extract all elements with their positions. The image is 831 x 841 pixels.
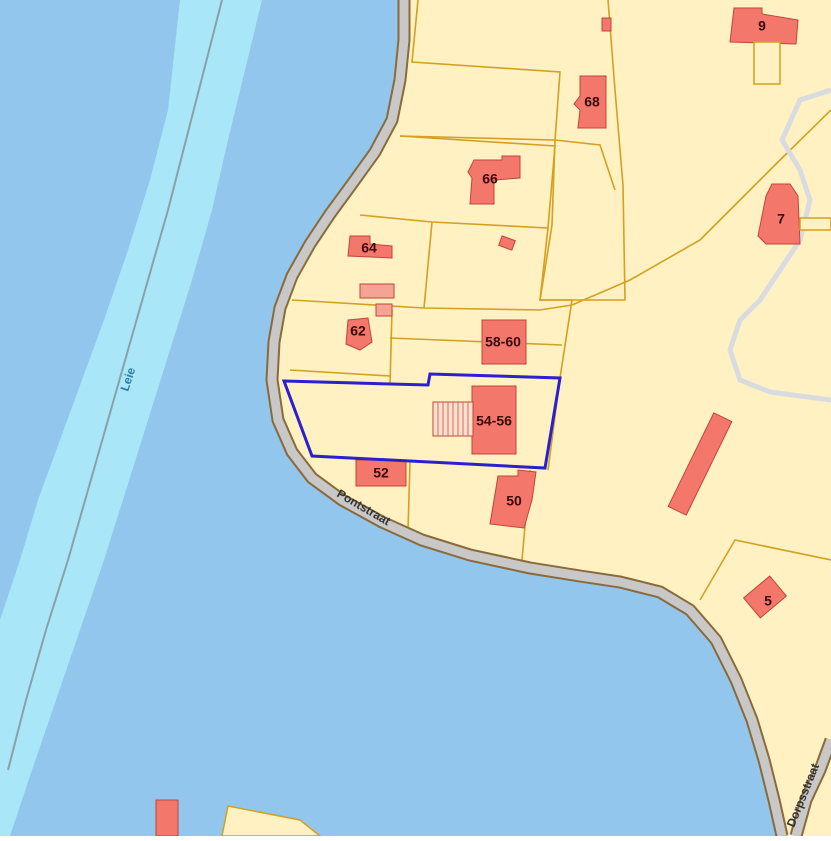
building-shed-1 bbox=[498, 235, 516, 251]
building-bottom bbox=[155, 799, 179, 837]
house-number-5: 5 bbox=[764, 593, 772, 609]
building-50 bbox=[489, 469, 537, 529]
canal-centerline bbox=[7, 0, 223, 771]
building-66 bbox=[467, 155, 521, 205]
house-number-66: 66 bbox=[482, 171, 498, 187]
building-9 bbox=[729, 7, 799, 45]
house-number-54-56: 54-56 bbox=[476, 413, 512, 429]
building-54-56 bbox=[471, 385, 517, 455]
house-number-7: 7 bbox=[777, 211, 785, 227]
house-number-52: 52 bbox=[373, 465, 389, 481]
buildings bbox=[345, 7, 831, 619]
park-path bbox=[727, 87, 831, 403]
building-shed-2 bbox=[359, 283, 395, 299]
selected-parcel-outline[interactable] bbox=[281, 372, 562, 470]
house-number-64: 64 bbox=[361, 240, 377, 256]
building-52 bbox=[355, 459, 407, 487]
building-7 bbox=[757, 183, 801, 245]
house-number-68: 68 bbox=[584, 94, 600, 110]
building-small-top bbox=[601, 17, 612, 32]
building-64 bbox=[347, 235, 393, 259]
parcel-lines bbox=[289, 0, 831, 601]
building-58-60 bbox=[481, 319, 527, 365]
house-number-62: 62 bbox=[350, 323, 366, 339]
building-68 bbox=[573, 75, 607, 129]
building-shed-3 bbox=[375, 303, 393, 317]
house-number-58-60: 58-60 bbox=[485, 334, 521, 350]
hatched-structure bbox=[432, 401, 474, 437]
land-area bbox=[268, 0, 831, 836]
building-7-annex bbox=[799, 217, 831, 231]
canal-leie bbox=[0, 0, 262, 836]
house-number-50: 50 bbox=[506, 493, 522, 509]
building-9-annex bbox=[753, 41, 781, 85]
building-62 bbox=[345, 317, 373, 351]
house-number-9: 9 bbox=[758, 18, 766, 34]
building-long bbox=[667, 412, 733, 516]
building-5 bbox=[742, 575, 788, 619]
